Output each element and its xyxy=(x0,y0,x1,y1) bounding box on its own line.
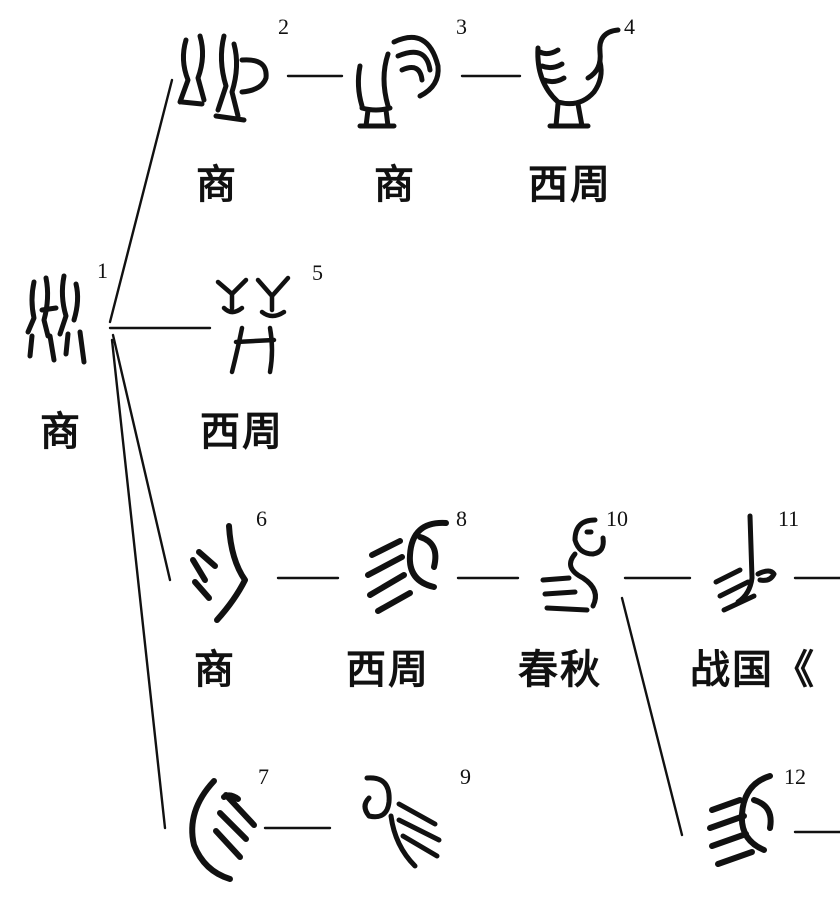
glyph-number-1: 1 xyxy=(97,260,108,282)
caption-glyph-4: 西周 xyxy=(528,165,612,205)
branch-line-to-6 xyxy=(113,335,170,580)
ancient-glyph-3 xyxy=(348,26,458,134)
ancient-glyph-12 xyxy=(700,770,795,880)
glyph-number-9: 9 xyxy=(460,766,471,788)
link-10-12 xyxy=(622,598,682,835)
caption-glyph-6: 商 xyxy=(194,650,236,690)
caption-glyph-2: 商 xyxy=(196,165,238,205)
caption-glyph-3: 商 xyxy=(374,165,416,205)
glyph-number-4: 4 xyxy=(624,16,635,38)
caption-glyph-11: 战国《 xyxy=(690,650,816,690)
glyph-number-2: 2 xyxy=(278,16,289,38)
glyph-number-11: 11 xyxy=(778,508,799,530)
glyph-number-8: 8 xyxy=(456,508,467,530)
glyph-number-3: 3 xyxy=(456,16,467,38)
ancient-glyph-9 xyxy=(355,770,455,875)
caption-glyph-5: 西周 xyxy=(200,412,284,452)
ancient-glyph-5 xyxy=(212,268,312,380)
glyph-number-12: 12 xyxy=(784,766,806,788)
ancient-glyph-7 xyxy=(180,775,265,885)
glyph-number-6: 6 xyxy=(256,508,267,530)
ancient-glyph-8 xyxy=(360,515,460,620)
ancient-glyph-6 xyxy=(185,520,265,625)
ancient-glyph-1 xyxy=(20,270,100,380)
caption-glyph-8: 西周 xyxy=(346,650,430,690)
caption-glyph-10: 春秋 xyxy=(518,650,602,690)
caption-glyph-1: 商 xyxy=(40,412,82,452)
branch-line-to-2 xyxy=(110,80,172,322)
glyph-number-5: 5 xyxy=(312,262,323,284)
glyph-number-7: 7 xyxy=(258,766,269,788)
branch-line-to-7 xyxy=(112,340,165,828)
ancient-glyph-2 xyxy=(172,30,282,135)
glyph-number-10: 10 xyxy=(606,508,628,530)
ancient-glyph-4 xyxy=(528,22,628,136)
